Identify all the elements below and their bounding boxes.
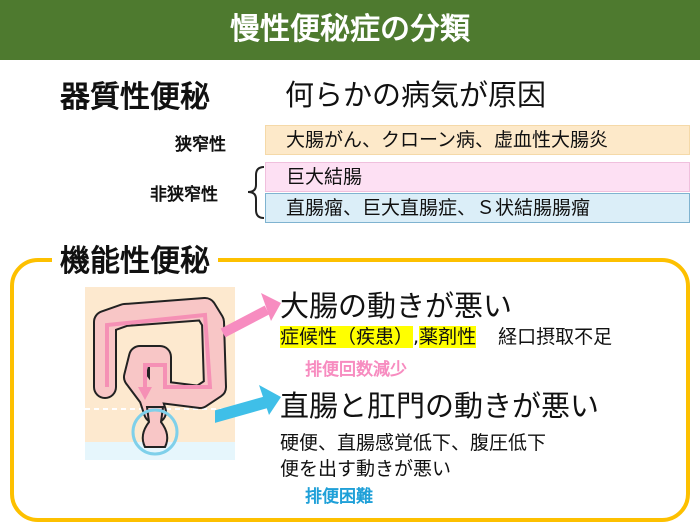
cause-separator: , — [413, 326, 420, 348]
stenotic-label: 狭窄性 — [175, 135, 226, 155]
organic-cause: 何らかの病気が原因 — [285, 78, 547, 112]
rectum-result: 排便困難 — [305, 487, 373, 507]
rectum-title: 直腸と肛門の動きが悪い — [280, 389, 600, 423]
nonstenotic-box-2: 直腸瘤、巨大直腸症、Ｓ状結腸腸瘤 — [265, 193, 690, 223]
cause-symptomatic: 症候性（疾患） — [280, 326, 414, 348]
nonstenotic-label: 非狭窄性 — [150, 185, 218, 205]
nonstenotic-box-1: 巨大結腸 — [265, 162, 690, 192]
rectum-line2: 便を出す動きが悪い — [280, 458, 452, 480]
colon-illustration — [85, 287, 235, 460]
stenotic-box: 大腸がん、クローン病、虚血性大腸炎 — [265, 125, 690, 155]
functional-heading: 機能性便秘 — [52, 236, 218, 280]
blue-arrow-icon — [215, 385, 281, 423]
colon-title: 大腸の動きが悪い — [280, 289, 513, 323]
slide-title: 慢性便秘症の分類 — [0, 0, 700, 60]
functional-frame — [10, 258, 690, 522]
pink-arrow-icon — [220, 293, 281, 338]
brace-icon — [247, 166, 265, 219]
cause-intake: 経口摂取不足 — [498, 326, 613, 348]
colon-result: 排便回数減少 — [305, 360, 407, 380]
cause-drug: 薬剤性 — [419, 326, 477, 348]
arrows — [215, 293, 281, 423]
rectum-line1: 硬便、直腸感覚低下、腹圧低下 — [280, 432, 547, 454]
organic-heading: 器質性便秘 — [60, 80, 210, 115]
